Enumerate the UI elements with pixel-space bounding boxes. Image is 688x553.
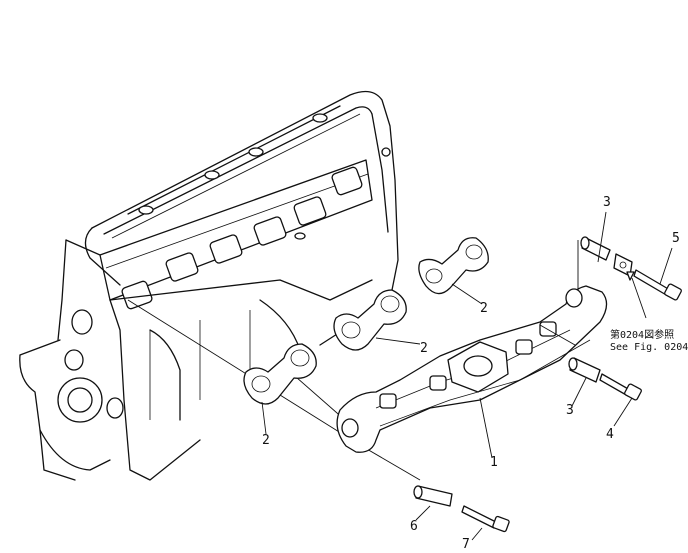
callout-4: 4 xyxy=(606,427,614,442)
spacer-mid xyxy=(568,357,601,383)
spacer-low xyxy=(413,485,453,507)
bolt-upper xyxy=(633,269,682,301)
leader-lines xyxy=(261,211,673,541)
spacer-upper xyxy=(577,236,611,290)
bolt-mid xyxy=(599,373,642,401)
gasket-upper xyxy=(418,237,489,295)
figure-reference-en: See Fig. 0204 xyxy=(610,342,688,353)
callout-6: 6 xyxy=(410,519,418,534)
engine-block xyxy=(19,90,399,481)
bolt-low xyxy=(461,505,510,533)
callout-2-middle: 2 xyxy=(420,341,428,356)
gasket-lower xyxy=(243,343,317,405)
exhaust-manifold xyxy=(336,285,608,453)
exhaust-ports xyxy=(121,166,363,310)
callout-7: 7 xyxy=(462,537,470,552)
callout-3-upper: 3 xyxy=(603,195,611,210)
callout-3-lower: 3 xyxy=(566,403,574,418)
callout-2-upper: 2 xyxy=(480,301,488,316)
callout-5: 5 xyxy=(672,231,680,246)
gasket-middle xyxy=(333,289,407,351)
callout-1: 1 xyxy=(490,455,498,470)
figure-reference-jp: 第0204図参照 xyxy=(610,330,675,341)
callout-2-lower: 2 xyxy=(262,433,270,448)
